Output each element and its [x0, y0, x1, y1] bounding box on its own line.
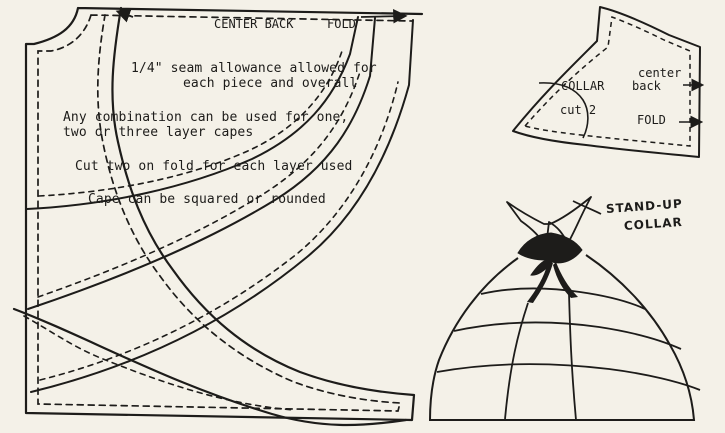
seam-line-outer — [37, 14, 413, 412]
cape-inner-curve-1 — [26, 16, 359, 210]
instruction-line-3: Any combination can be used for one, — [63, 110, 349, 125]
illustration-stand-up-pointer — [572, 200, 602, 215]
instruction-line-5: Cut two on fold for each layer used — [75, 159, 353, 174]
illustration-bow-tail-right — [553, 262, 578, 298]
collar-center-label: center — [638, 66, 682, 80]
seam-line-2 — [37, 71, 361, 298]
illustration-bow-tail-left — [527, 262, 553, 303]
main-fold-label: FOLD — [327, 17, 356, 31]
collar-title: COLLAR — [561, 79, 605, 93]
collar-cut-text: cut 2 — [560, 103, 597, 117]
collar-center-line — [538, 82, 589, 139]
instruction-line-1: 1/4" seam allowance allowed for — [131, 61, 377, 76]
cape-outline — [24, 6, 424, 422]
center-back-label: CENTER BACK — [214, 17, 294, 31]
illustration-center-line-left — [504, 302, 529, 420]
illustration-cape-outline — [428, 254, 696, 421]
illustration-tier-line-2 — [453, 321, 682, 350]
illustration-center-line-right — [568, 293, 577, 421]
collar-fold-label: FOLD — [637, 113, 666, 127]
center-back-arrow-left — [115, 8, 134, 23]
illustration-tier-line-1 — [480, 287, 646, 310]
illustration-tier-line-3 — [436, 363, 701, 391]
collar-back-label: back — [632, 79, 661, 93]
seam-line-4 — [23, 315, 295, 411]
instruction-line-6: Cape can be squared or rounded — [88, 192, 326, 207]
seam-line-3 — [39, 81, 399, 381]
cape-inner-curve-3 — [30, 19, 414, 393]
instruction-line-2: each piece and overall — [183, 76, 358, 91]
cape-inner-curve-2 — [27, 17, 376, 310]
cape-hem-curve — [12, 307, 408, 427]
illustration-bow — [517, 232, 583, 276]
seam-line-1 — [38, 47, 344, 197]
center-back-arrow-right — [360, 9, 408, 24]
instruction-line-4: two or three layer capes — [63, 125, 254, 140]
collar-piece-outline — [512, 6, 701, 158]
